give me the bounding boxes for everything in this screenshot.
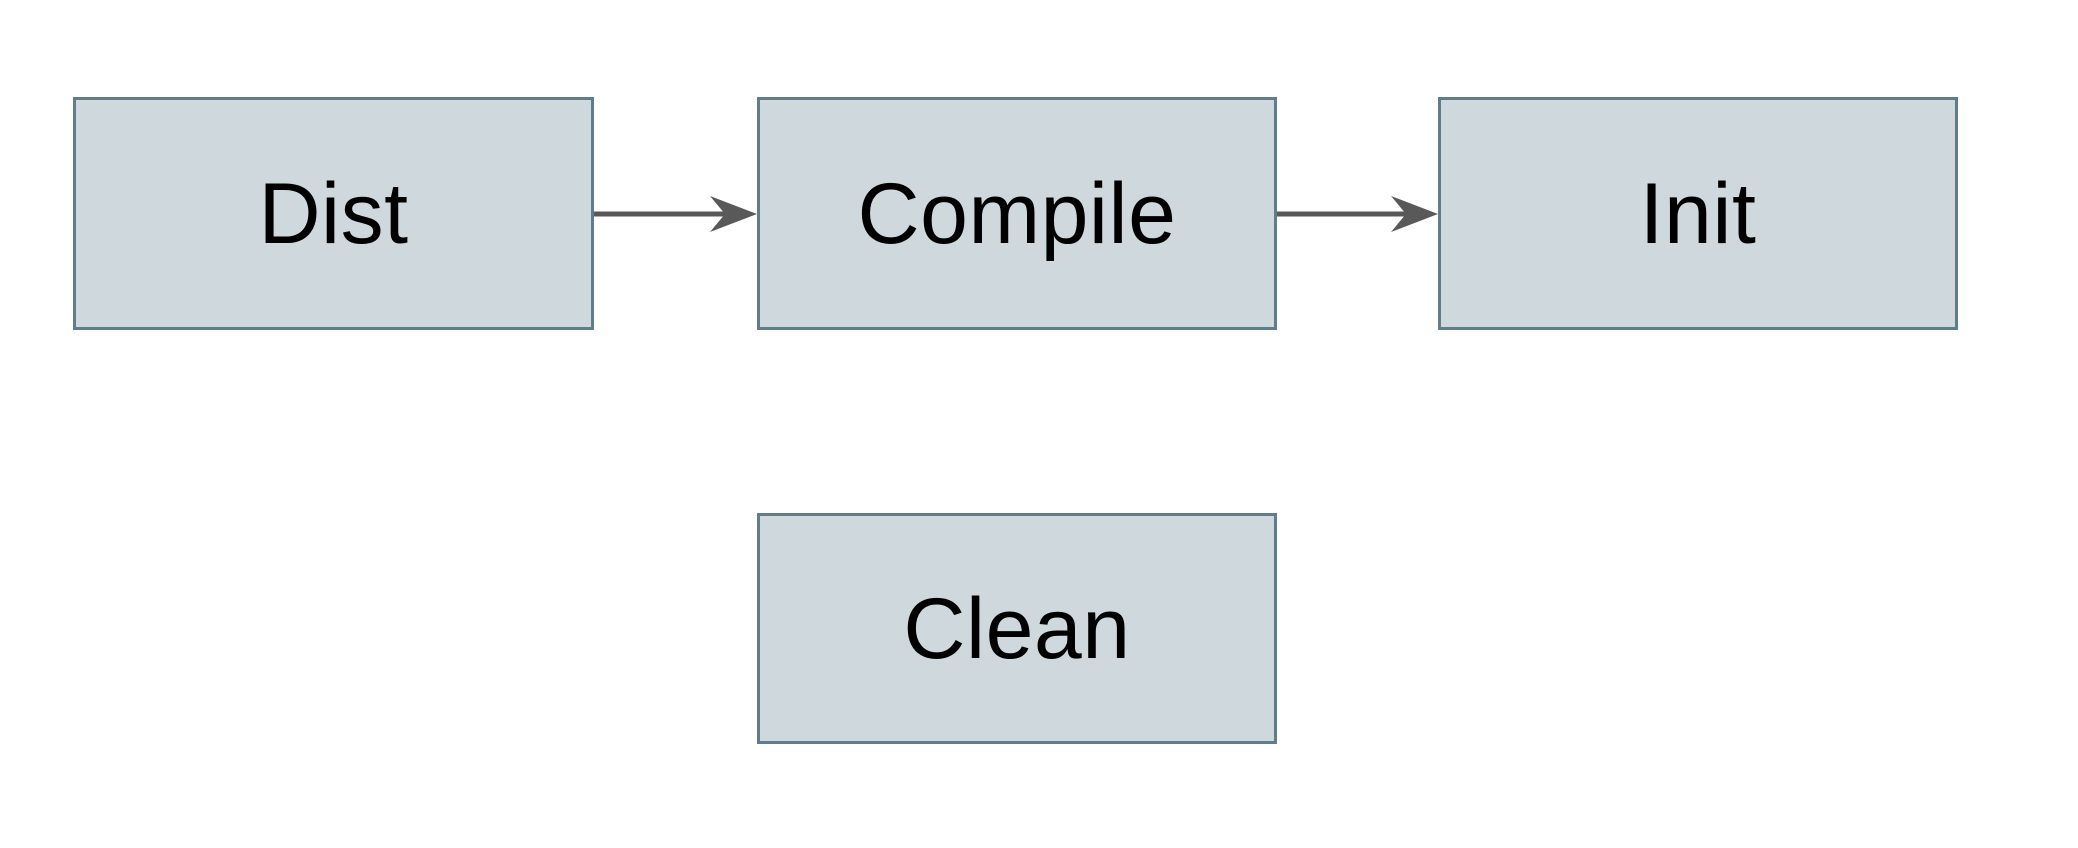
arrow-dist-to-compile-icon <box>594 196 757 232</box>
node-clean-label: Clean <box>903 580 1131 677</box>
arrow-compile-to-init-icon <box>1277 196 1438 232</box>
node-init: Init <box>1438 97 1958 330</box>
node-compile: Compile <box>757 97 1277 330</box>
node-dist-label: Dist <box>258 165 409 262</box>
node-init-label: Init <box>1639 165 1757 262</box>
node-compile-label: Compile <box>857 165 1177 262</box>
node-clean: Clean <box>757 513 1277 744</box>
node-dist: Dist <box>73 97 594 330</box>
